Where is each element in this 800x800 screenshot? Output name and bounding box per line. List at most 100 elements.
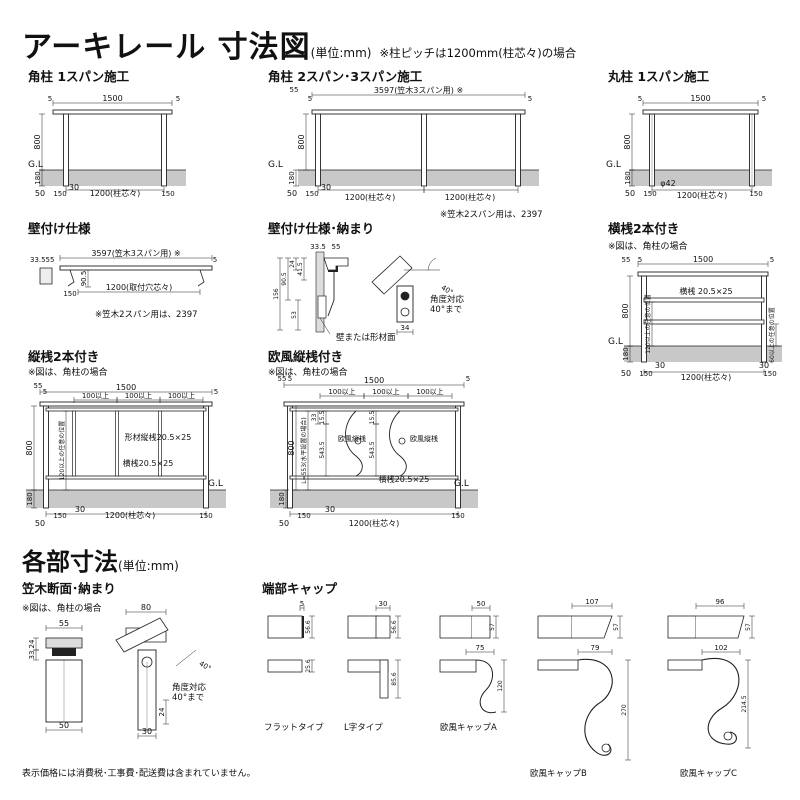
dim-label: 50 <box>35 519 45 528</box>
dim-label: 横桟20.5×25 <box>379 474 430 484</box>
dim-label: 150 <box>53 190 66 198</box>
ornamental-bar-left <box>345 410 363 477</box>
label-p6: 横桟2本付き <box>608 221 680 236</box>
dim-label: 1200(柱芯々) <box>445 192 496 202</box>
dim-label: 50 <box>59 721 69 730</box>
dim-label: 24 <box>158 707 166 716</box>
dim-label: 57 <box>613 623 620 631</box>
angle-guide <box>175 649 197 667</box>
dim-label: G.L <box>28 160 43 170</box>
dim-label: 5 <box>300 600 304 608</box>
post-1 <box>455 405 461 509</box>
wall-bracket-left <box>39 267 53 285</box>
pitch-note: ※柱ピッチは1200mm(柱芯々)の場合 <box>379 46 577 60</box>
handrail-top <box>52 109 173 115</box>
dim-label: 50 <box>477 600 486 608</box>
dim-label: 1200(柱芯々) <box>681 372 732 382</box>
cap-l-end <box>375 615 391 639</box>
dim-label: 150 <box>297 512 310 520</box>
dim-label: 180 <box>622 347 630 360</box>
vertical-bar-2 <box>158 410 162 477</box>
title-unit: (単位:mm) <box>310 46 372 60</box>
cap-flat-label: フラットタイプ <box>264 723 324 733</box>
section-title-parts: 各部寸法(単位:mm) <box>22 548 179 576</box>
dim-label: 1200(柱芯々) <box>345 192 396 202</box>
dim-label: 30 <box>142 727 152 736</box>
dim-label: 55 <box>59 619 69 628</box>
dim-label: 107 <box>585 598 598 606</box>
dim-label: G.L <box>208 479 223 489</box>
handrail-top <box>642 109 759 115</box>
dim-label: 55 <box>278 375 287 383</box>
dim-label: 800 <box>33 134 42 149</box>
dim-label: 壁または形材面 <box>336 332 396 343</box>
dim-label: 24 <box>28 639 36 648</box>
dim-label: 24 <box>289 260 296 268</box>
label-p5: 壁付け仕様･納まり <box>268 221 375 236</box>
cap-a-end <box>472 615 491 639</box>
dim-label: 55 <box>622 256 631 264</box>
label-p10: 端部キャップ <box>262 581 338 596</box>
cap-a-scroll <box>475 659 497 714</box>
ground-hatch <box>298 170 539 186</box>
lower-bar <box>45 475 207 480</box>
dim-label: 30 <box>75 505 85 514</box>
dim-label: 30 <box>69 183 79 192</box>
cap-flat-top <box>267 615 303 639</box>
dim-label: 102 <box>714 644 727 652</box>
cap-c-top <box>667 615 697 639</box>
dim-label: 5 <box>214 388 218 396</box>
cap-b-side <box>537 659 579 671</box>
dim-label: 3597(笠木3スパン用) ※ <box>91 248 180 258</box>
dim-label: 50 <box>279 519 289 528</box>
dim-label: 270 <box>621 704 628 716</box>
post-0 <box>63 113 69 187</box>
cap-b-scroll <box>577 658 613 756</box>
dim-label: 150 <box>639 370 652 378</box>
note-p7: ※図は、角柱の場合 <box>28 368 108 378</box>
post-1 <box>161 113 167 187</box>
dim-label: 53 <box>291 311 298 319</box>
dim-label: 33 <box>311 414 318 422</box>
dim-label: 120 <box>497 680 504 692</box>
dim-label: 800 <box>25 440 34 455</box>
dim-line <box>319 317 331 335</box>
dim-label: 543.5 <box>369 441 376 458</box>
dim-label: 150 <box>199 512 212 520</box>
dim-label: 180 <box>26 492 34 505</box>
dim-label: 543.5 <box>319 441 326 458</box>
cap-c-curl <box>723 731 733 741</box>
rotated-rail <box>371 255 413 295</box>
dim-label: 3597(笠木3スパン用) ※ <box>374 85 463 95</box>
cap-b-label: 欧風キャップB <box>530 768 587 779</box>
footer-note: 表示価格には消費税･工事費･配送費は含まれていません。 <box>22 769 256 779</box>
dim-label: 5 <box>528 95 532 103</box>
ground-hatch <box>39 170 186 186</box>
post-0 <box>641 275 647 363</box>
bolt-2 <box>400 307 410 317</box>
cap-a-top <box>439 615 473 639</box>
dim-label: 50 <box>621 369 631 378</box>
dim-label: 50 <box>35 189 45 198</box>
dim-label: 79 <box>591 644 600 652</box>
dim-label: G.L <box>268 160 283 170</box>
dim-label: 1500 <box>116 383 136 392</box>
dim-label: 800 <box>621 303 630 318</box>
upper-bar <box>289 407 459 412</box>
bracket-stem <box>327 272 335 317</box>
dim-label: 5 <box>638 95 642 103</box>
dim-label: 1500 <box>364 376 384 385</box>
dim-label: 1200(取付穴芯々) <box>106 282 173 292</box>
dim-label: 800 <box>287 440 296 455</box>
vertical-bar-0 <box>72 410 76 477</box>
note-p6: ※図は、角柱の場合 <box>608 242 688 252</box>
dim-label: 40° <box>198 660 213 673</box>
dim-label: 85.6 <box>391 672 398 686</box>
cap-c-label: 欧風キャップC <box>680 768 737 779</box>
dim-label: 30 <box>321 183 331 192</box>
post-0 <box>43 405 49 509</box>
dim-label: 50 <box>625 189 635 198</box>
dim-label: 横桟 20.5×25 <box>679 286 732 296</box>
